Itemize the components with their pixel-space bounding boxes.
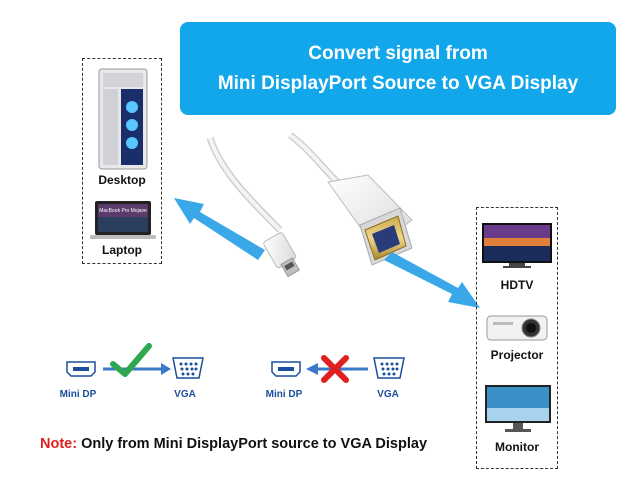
- wrong-vga-label: VGA: [377, 389, 399, 400]
- vga-plug: [327, 174, 413, 266]
- projector-label: Projector: [490, 348, 544, 362]
- arrow-to-source: [174, 198, 265, 260]
- laptop-label: Laptop: [102, 243, 142, 257]
- desktop-image: [98, 68, 148, 170]
- projector-image: [486, 315, 548, 341]
- backward-arrow-icon: [306, 363, 368, 375]
- minidp-port-icon: [66, 361, 96, 377]
- minidp-plug: [263, 232, 300, 278]
- vga-port-icon: [172, 357, 204, 379]
- header-line-1: Convert signal from: [308, 42, 488, 64]
- note-text: Only from Mini DisplayPort source to VGA…: [77, 436, 428, 452]
- correct-vga-label: VGA: [174, 389, 196, 400]
- source-devices-box: Desktop MacBook Pro Mojave Laptop: [82, 58, 162, 264]
- hdtv-label: HDTV: [500, 278, 534, 292]
- laptop-image: MacBook Pro Mojave: [90, 201, 156, 239]
- desktop-label: Desktop: [98, 173, 146, 187]
- display-devices-box: HDTV Projector Monitor: [476, 207, 558, 469]
- hdtv-image: [482, 223, 552, 268]
- cable-illustration: [206, 132, 413, 278]
- minidp-port-icon: [271, 361, 301, 377]
- wrong-direction-diagram: [271, 355, 405, 383]
- header-line-2: Mini DisplayPort Source to VGA Display: [217, 72, 579, 94]
- check-icon: [110, 343, 152, 377]
- correct-minidp-label: Mini DP: [59, 389, 97, 400]
- monitor-label: Monitor: [495, 440, 539, 454]
- note-prefix: Note:: [40, 436, 78, 452]
- correct-direction-diagram: [66, 343, 204, 379]
- monitor-image: [485, 385, 551, 432]
- laptop-screen-text: MacBook Pro Mojave: [99, 208, 147, 214]
- header-banner: Convert signal from Mini DisplayPort Sou…: [180, 22, 616, 115]
- wrong-minidp-label: Mini DP: [265, 389, 303, 400]
- vga-port-icon: [373, 357, 405, 379]
- direction-note: Note: Only from Mini DisplayPort source …: [40, 436, 427, 452]
- cross-icon: [321, 355, 349, 383]
- arrow-to-display: [384, 252, 480, 308]
